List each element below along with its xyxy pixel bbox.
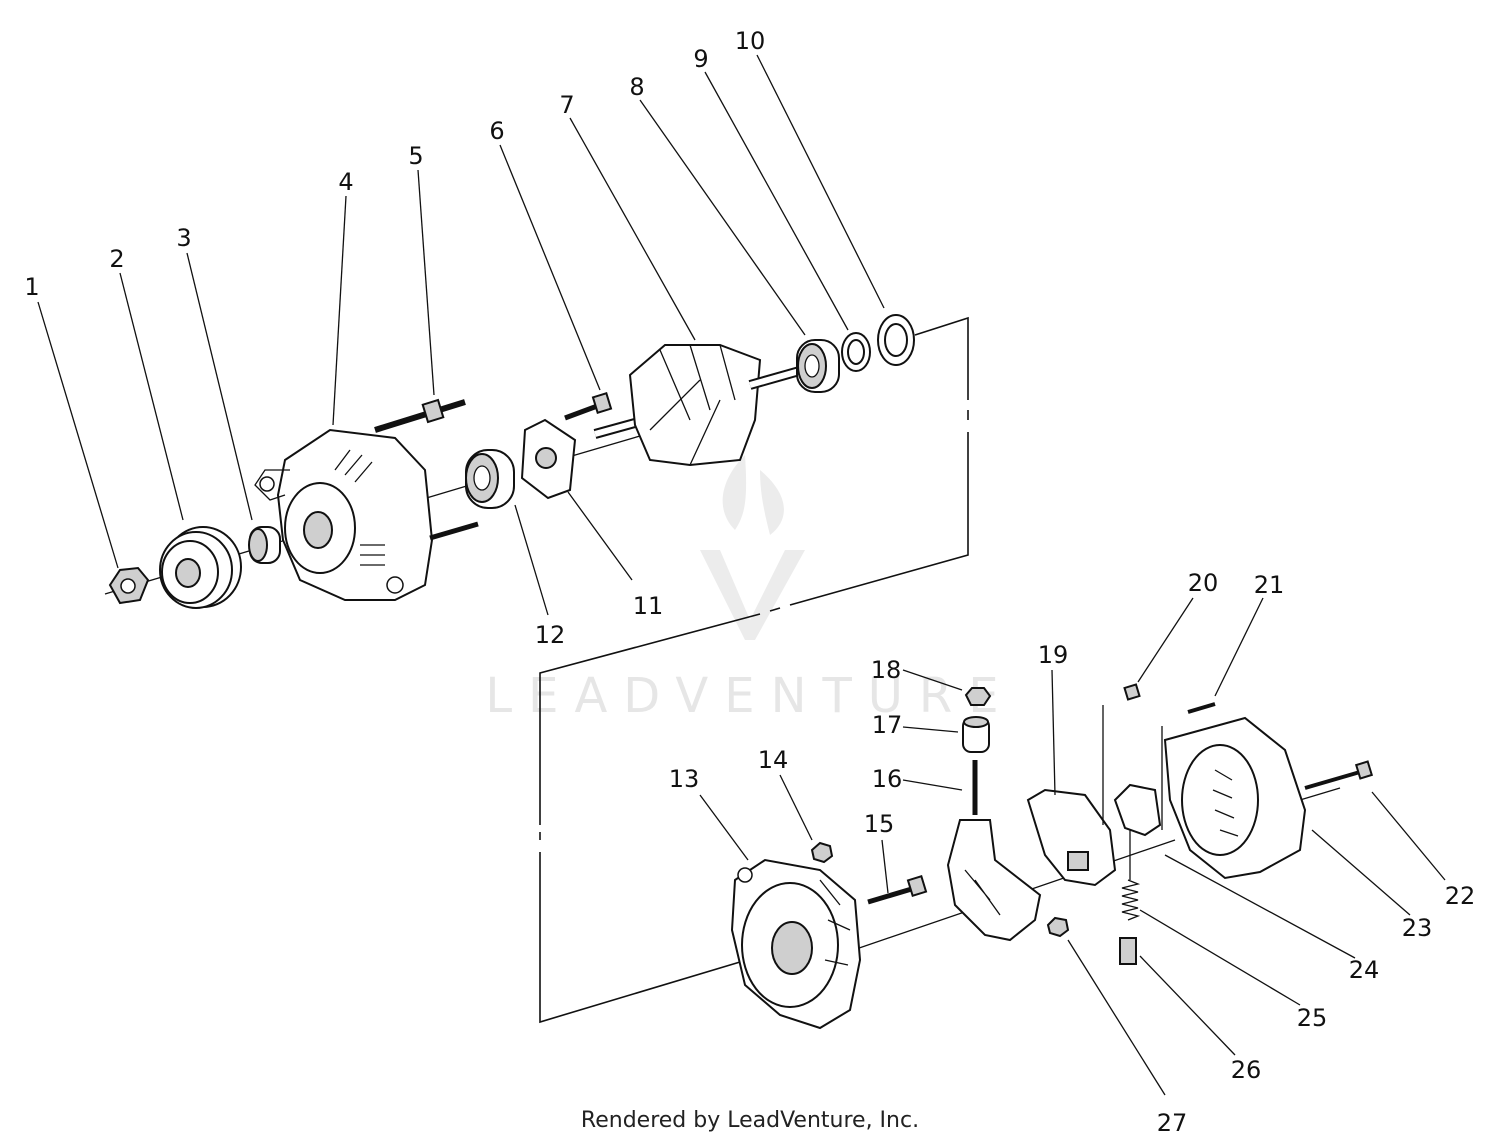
part-24-regulator — [1113, 783, 1162, 837]
part-17-insulator — [962, 716, 990, 753]
part-21-screw — [1161, 702, 1216, 830]
part-23-rear-cover — [1163, 716, 1307, 880]
watermark-text: LEADVENTURE — [485, 668, 1014, 724]
watermark: LEADVENTURE — [485, 455, 1014, 724]
part-5-through-bolt — [374, 398, 479, 541]
callout-16: 16 — [872, 765, 903, 793]
part-14-nut — [810, 841, 834, 864]
part-19-brush-holder — [1026, 788, 1117, 887]
part-7-rotor — [593, 344, 812, 467]
part-4-drive-end-frame — [254, 428, 434, 601]
part-15-bolt — [867, 875, 928, 905]
callout-22: 22 — [1445, 882, 1476, 910]
footer-credit: Rendered by LeadVenture, Inc. — [0, 1108, 1500, 1133]
callout-5: 5 — [408, 142, 423, 170]
callout-1: 1 — [24, 273, 39, 301]
part-11-retainer-plate — [520, 418, 577, 500]
part-12-bearing — [465, 449, 515, 509]
part-2-pulley — [159, 526, 242, 609]
callout-19: 19 — [1038, 641, 1069, 669]
callout-23: 23 — [1402, 914, 1433, 942]
callout-18: 18 — [871, 656, 902, 684]
callout-10: 10 — [735, 27, 766, 55]
leader-lines — [37, 54, 1446, 1096]
part-1-nut — [108, 566, 150, 605]
callout-3: 3 — [176, 224, 191, 252]
callout-6: 6 — [489, 117, 504, 145]
callout-7: 7 — [559, 91, 574, 119]
part-8-bearing — [796, 339, 840, 393]
callout-4: 4 — [338, 168, 353, 196]
callout-14: 14 — [758, 746, 789, 774]
part-18-nut — [964, 687, 992, 706]
callout-9: 9 — [693, 45, 708, 73]
part-6-screw — [564, 392, 613, 421]
part-27-screw — [1046, 916, 1070, 938]
part-25-spring — [1121, 830, 1141, 921]
callout-11: 11 — [633, 592, 664, 620]
part-9-ring — [841, 332, 871, 372]
callout-8: 8 — [629, 73, 644, 101]
callout-17: 17 — [872, 711, 903, 739]
callout-27: 27 — [1157, 1109, 1188, 1137]
part-10-seal — [877, 314, 915, 366]
callout-15: 15 — [864, 810, 895, 838]
callout-26: 26 — [1231, 1056, 1262, 1084]
footer-text: Rendered by LeadVenture, Inc. — [580, 1108, 920, 1133]
callout-24: 24 — [1349, 956, 1380, 984]
part-3-spacer — [248, 526, 281, 564]
callouts: 1 2 3 4 5 6 7 8 9 10 11 12 13 14 15 16 1… — [24, 27, 1475, 1137]
part-16-terminal — [946, 760, 1042, 942]
callout-25: 25 — [1297, 1004, 1328, 1032]
part-20-screw — [1102, 683, 1141, 825]
part-13-rear-frame — [730, 858, 862, 1030]
assembly-boundary — [104, 316, 1341, 1024]
part-22-bolt — [1304, 760, 1374, 790]
part-26-brush — [1119, 937, 1137, 965]
callout-21: 21 — [1254, 571, 1285, 599]
callout-2: 2 — [109, 245, 124, 273]
callout-12: 12 — [535, 621, 566, 649]
callout-13: 13 — [669, 765, 700, 793]
callout-20: 20 — [1188, 569, 1219, 597]
